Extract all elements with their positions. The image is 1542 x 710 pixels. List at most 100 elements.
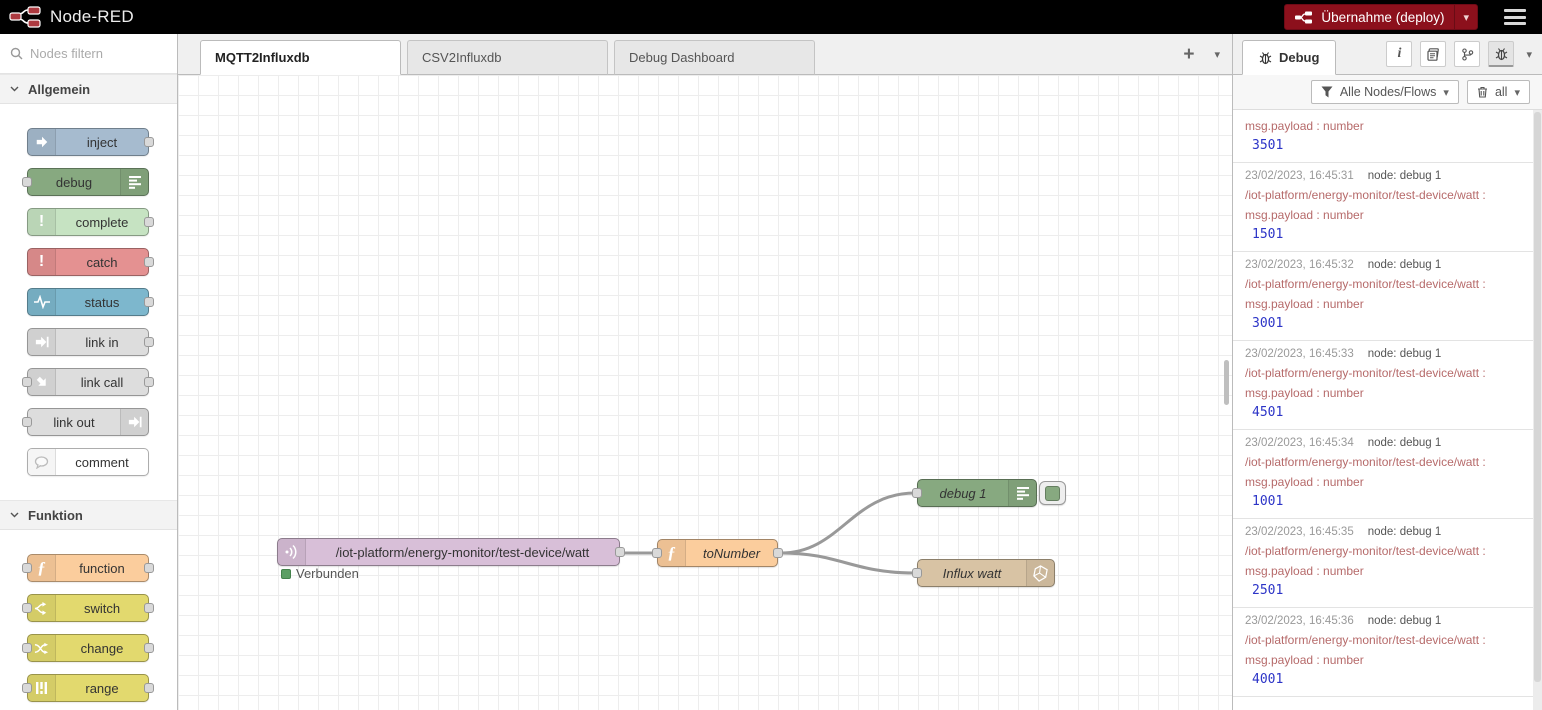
msg-property: msg.payload : number: [1245, 475, 1364, 489]
palette-search[interactable]: [0, 34, 177, 74]
tab-debug-dashboard[interactable]: Debug Dashboard: [614, 40, 815, 75]
flow-node-influx-watt[interactable]: Influx watt: [912, 559, 1055, 587]
flow-node-debug1[interactable]: debug 1: [912, 479, 1037, 507]
input-port[interactable]: [22, 563, 32, 573]
node-label: debug: [55, 174, 93, 190]
debug-message[interactable]: msg.payload : number 3501: [1233, 110, 1533, 163]
palette-node-switch[interactable]: switch: [22, 594, 154, 622]
output-port[interactable]: [144, 603, 154, 613]
palette-node-range[interactable]: range: [22, 674, 154, 702]
palette-section-funktion[interactable]: Funktion: [0, 500, 177, 530]
deploy-label: Übernahme (deploy): [1321, 9, 1445, 25]
tab-label: CSV2Influxdb: [422, 50, 502, 65]
add-flow-button[interactable]: +: [1183, 44, 1195, 65]
change-icon: [28, 635, 56, 661]
palette-node-status[interactable]: status: [27, 288, 154, 316]
node-label: Influx watt: [942, 565, 1002, 581]
node-label: complete: [75, 214, 129, 230]
bug-icon: [1495, 47, 1508, 60]
input-port[interactable]: [22, 177, 32, 187]
msg-topic: /iot-platform/energy-monitor/test-device…: [1245, 544, 1486, 558]
msg-node: node: debug 1: [1367, 170, 1442, 182]
msg-value: 4001: [1252, 672, 1284, 687]
debug-tab-button[interactable]: [1488, 41, 1515, 67]
deploy-options-caret[interactable]: ▾: [1454, 5, 1477, 29]
flow-list-caret[interactable]: ▾: [1214, 49, 1220, 61]
node-label: change: [80, 640, 124, 656]
canvas-scrollbar[interactable]: [1224, 360, 1229, 405]
deploy-icon: [1295, 11, 1313, 23]
help-tab-button[interactable]: [1420, 41, 1447, 67]
node-red-logo-icon: [9, 6, 41, 28]
msg-value: 3501: [1252, 138, 1284, 153]
palette-filter-input[interactable]: [30, 46, 160, 61]
node-label: inject: [86, 134, 118, 150]
palette-node-change[interactable]: change: [22, 634, 154, 662]
flow-node-tonumber[interactable]: ƒ toNumber: [652, 539, 783, 567]
tab-mqtt2influxdb[interactable]: MQTT2Influxdb: [200, 40, 401, 75]
book-icon: [1427, 47, 1439, 61]
projects-tab-button[interactable]: [1454, 41, 1481, 67]
tab-csv2influxdb[interactable]: CSV2Influxdb: [407, 40, 608, 75]
palette-node-catch[interactable]: ! catch: [27, 248, 154, 276]
output-port[interactable]: [144, 297, 154, 307]
input-port[interactable]: [22, 603, 32, 613]
output-port[interactable]: [144, 377, 154, 387]
link-in-icon: [28, 329, 56, 355]
bug-icon: [1259, 51, 1272, 64]
msg-timestamp: 23/02/2023, 16:45:34: [1245, 437, 1354, 449]
palette-node-debug[interactable]: debug: [22, 168, 149, 196]
output-port[interactable]: [144, 217, 154, 227]
input-port[interactable]: [912, 568, 922, 578]
tab-debug[interactable]: Debug: [1242, 40, 1337, 75]
input-port[interactable]: [652, 548, 662, 558]
connected-status-icon: [281, 568, 291, 579]
output-port[interactable]: [144, 683, 154, 693]
output-port[interactable]: [615, 547, 625, 557]
msg-property: msg.payload : number: [1245, 119, 1364, 133]
node-label: function: [79, 560, 125, 576]
palette-node-complete[interactable]: ! complete: [27, 208, 154, 236]
palette-node-link-in[interactable]: link in: [27, 328, 154, 356]
debug-clear-button[interactable]: all ▾: [1466, 80, 1530, 104]
msg-property: msg.payload : number: [1245, 386, 1364, 400]
influxdb-icon: [1026, 560, 1054, 586]
output-port[interactable]: [144, 337, 154, 347]
msg-property: msg.payload : number: [1245, 653, 1364, 667]
input-port[interactable]: [22, 683, 32, 693]
output-port[interactable]: [773, 548, 783, 558]
flow-canvas[interactable]: /iot-platform/energy-monitor/test-device…: [178, 75, 1232, 710]
palette-node-link-call[interactable]: link call: [22, 368, 154, 396]
input-port[interactable]: [22, 377, 32, 387]
info-tab-button[interactable]: i: [1386, 41, 1413, 67]
palette-node-inject[interactable]: inject: [27, 128, 154, 156]
input-port[interactable]: [912, 488, 922, 498]
node-label: status: [84, 294, 120, 310]
output-port[interactable]: [144, 563, 154, 573]
output-port[interactable]: [144, 137, 154, 147]
palette-node-comment[interactable]: comment: [27, 448, 149, 476]
input-port[interactable]: [22, 417, 32, 427]
debug-enable-toggle[interactable]: [1039, 481, 1066, 505]
palette-node-function[interactable]: ƒ function: [22, 554, 154, 582]
palette-node-link-out[interactable]: link out: [22, 408, 149, 436]
input-port[interactable]: [22, 643, 32, 653]
flow-node-mqtt-in[interactable]: /iot-platform/energy-monitor/test-device…: [277, 538, 625, 566]
debug-message-list[interactable]: msg.payload : number 3501 23/02/2023, 16…: [1233, 110, 1533, 710]
debug-filter-button[interactable]: Alle Nodes/Flows ▾: [1310, 80, 1459, 104]
node-label: toNumber: [702, 545, 761, 561]
main-menu-button[interactable]: [1504, 9, 1526, 25]
flow-tab-bar: MQTT2Influxdb CSV2Influxdb Debug Dashboa…: [178, 34, 1232, 75]
sidebar-options-caret[interactable]: ▾: [1526, 48, 1532, 61]
debug-scrollbar[interactable]: [1533, 110, 1542, 710]
output-port[interactable]: [144, 257, 154, 267]
palette-section-allgemein[interactable]: Allgemein: [0, 74, 177, 104]
deploy-button[interactable]: Übernahme (deploy) ▾: [1284, 4, 1478, 30]
output-port[interactable]: [144, 643, 154, 653]
